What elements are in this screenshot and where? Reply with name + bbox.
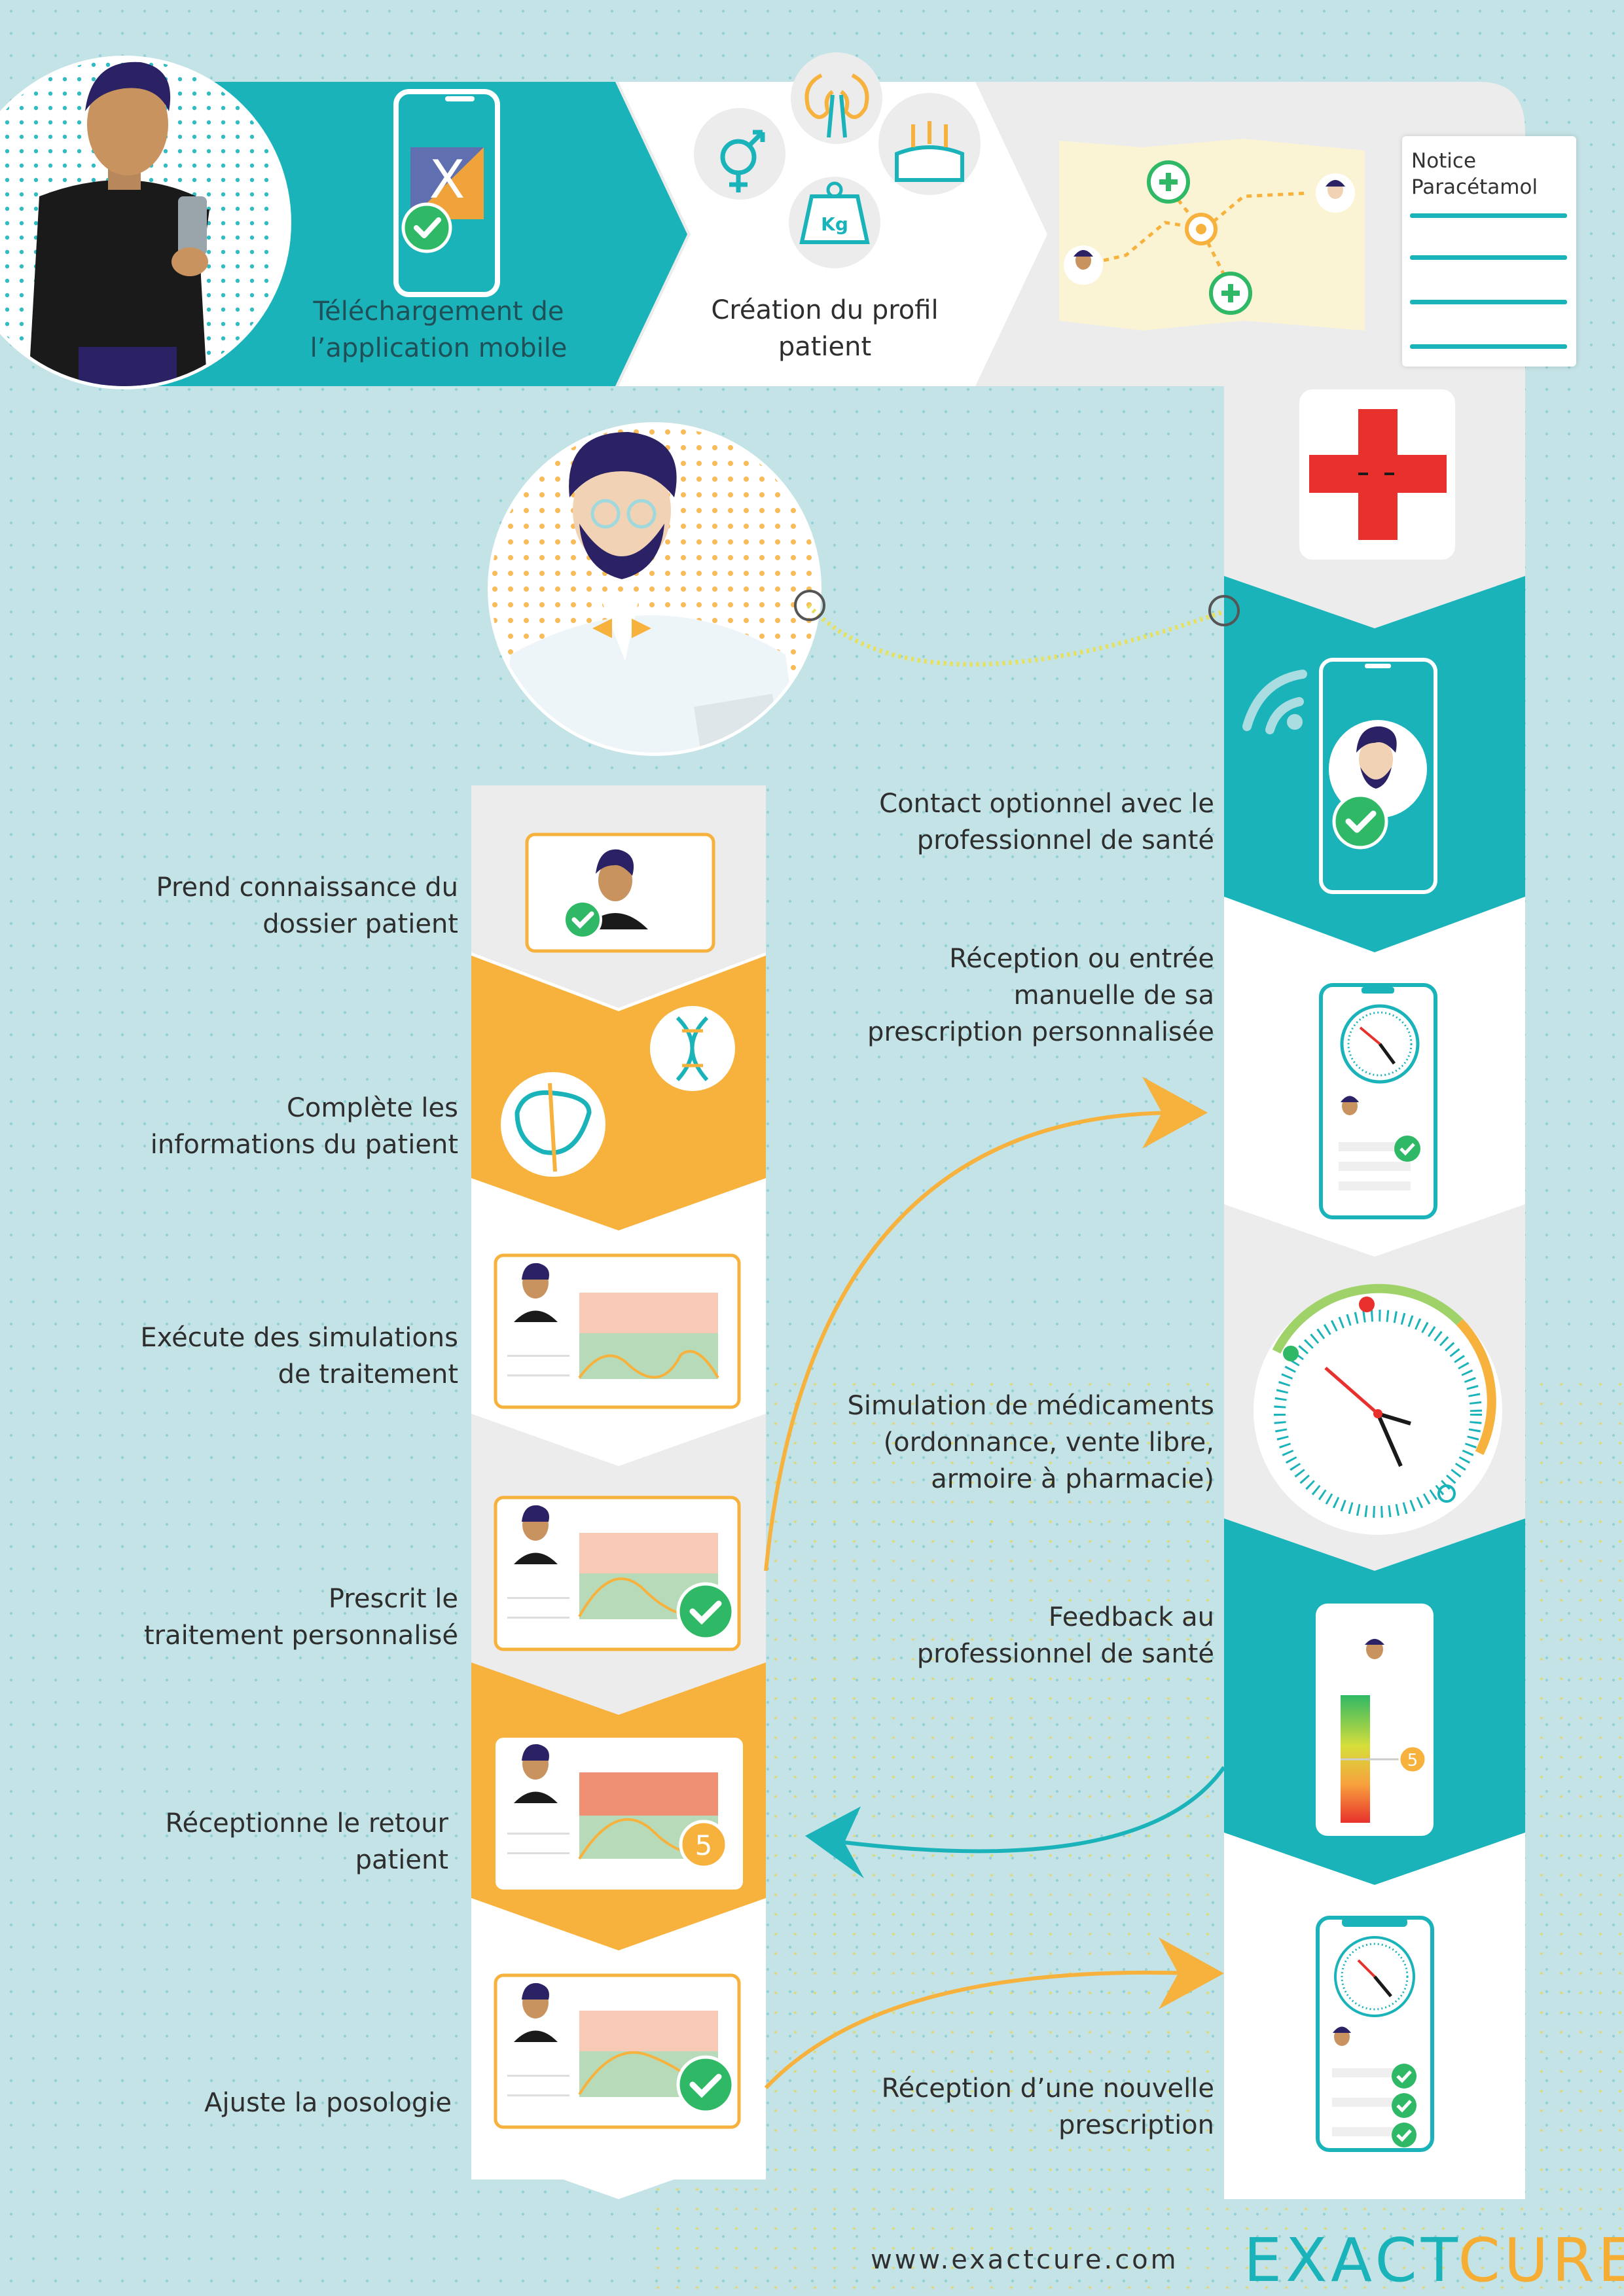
connector-line	[806, 603, 1224, 667]
weight-icon: Kg	[799, 181, 870, 244]
website-link[interactable]: www.exactcure.com	[871, 2245, 1179, 2275]
notice-title: Notice Paracétamol	[1411, 149, 1538, 199]
svg-text:5: 5	[1407, 1751, 1418, 1770]
patient-return-card: 5	[496, 1738, 743, 1890]
wifi-icon	[1242, 670, 1307, 734]
arrow-prescription-head	[1142, 1077, 1208, 1149]
notice-line	[1410, 213, 1567, 218]
step-download-label: Téléchargement de l’application mobile	[310, 296, 568, 363]
exactcure-logo: EXACTCURE	[1244, 2225, 1624, 2295]
kidneys-icon	[804, 73, 869, 138]
patient-illustration	[0, 56, 291, 389]
svg-text:5: 5	[695, 1829, 713, 1861]
arrow-feedback-head	[805, 1806, 864, 1878]
connector-ring-left	[794, 590, 825, 621]
new-prescription-phone-icon	[1316, 1916, 1434, 2152]
arrow-new-prescription	[764, 1970, 1192, 2090]
svg-text:Kg: Kg	[821, 213, 848, 235]
liver-icon	[501, 1072, 605, 1177]
prescription-phone-icon	[1319, 983, 1437, 1219]
notice-line	[1410, 344, 1567, 349]
svg-text:X: X	[429, 149, 465, 210]
phone-app-icon: X	[393, 89, 500, 297]
feedback-phone-icon: 5	[1316, 1604, 1434, 1836]
medication-notice-card: Notice Paracétamol	[1402, 136, 1576, 367]
notice-line	[1410, 300, 1567, 304]
patient-step-simulation: Simulation de médicaments(ordonnance, ve…	[847, 1391, 1214, 1494]
prescribe-card	[494, 1496, 741, 1651]
doctor-step-adjust-dosage: Ajuste la posologie	[204, 2088, 452, 2118]
map-icon	[1059, 139, 1365, 331]
contact-phone-icon	[1242, 658, 1437, 894]
birthday-cake-icon	[895, 121, 964, 182]
simulation-card	[494, 1253, 741, 1409]
pharmacy-cross-icon	[1299, 389, 1455, 560]
notice-line	[1410, 255, 1567, 260]
gender-icon	[720, 130, 765, 192]
step-profile-label: Création du profil patient	[711, 295, 939, 362]
dna-icon	[650, 1006, 735, 1091]
doctor-illustration	[488, 422, 821, 756]
arrow-feedback	[844, 1766, 1226, 1854]
connector-ring-right	[1208, 595, 1240, 626]
adjust-dosage-card	[494, 1973, 741, 2129]
clock-simulation-icon	[1254, 1283, 1502, 1535]
profile-icons: Kg	[694, 52, 981, 268]
arrow-new-prescription-head	[1159, 1937, 1224, 2009]
patient-file-card	[525, 833, 715, 953]
arrow-prescription	[764, 1111, 1179, 1571]
